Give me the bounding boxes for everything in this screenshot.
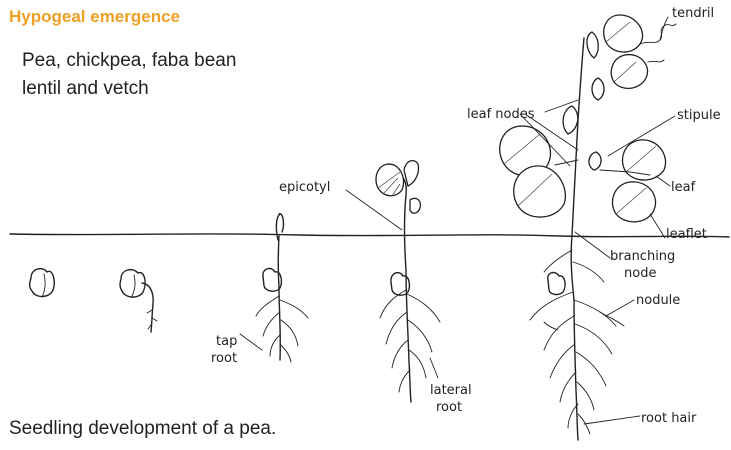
stage-1-seed [30, 269, 55, 297]
stage-4-young-seedling [376, 161, 440, 402]
soil-surface-line [10, 234, 729, 237]
label-node: node [624, 266, 656, 281]
label-leader-lines [240, 17, 675, 424]
stage-3-emerging-seedling [256, 214, 308, 362]
label-tap-root: root [211, 351, 237, 366]
label-lateral: lateral [430, 383, 472, 398]
stage-5-mature-seedling [500, 15, 676, 440]
label-lateral-root: root [436, 400, 462, 415]
label-tap: tap [216, 334, 237, 349]
stage-2-germinating-seed [120, 270, 157, 332]
label-leaf: leaf [671, 180, 696, 195]
label-tendril: tendril [672, 6, 714, 21]
label-nodule: nodule [636, 293, 680, 308]
label-stipule: stipule [677, 108, 721, 123]
label-branching: branching [610, 249, 675, 264]
label-leaflet: leaflet [666, 227, 707, 242]
label-epicotyl: epicotyl [279, 180, 330, 195]
label-root-hair: root hair [641, 411, 697, 426]
label-leaf-nodes: leaf nodes [467, 107, 535, 122]
